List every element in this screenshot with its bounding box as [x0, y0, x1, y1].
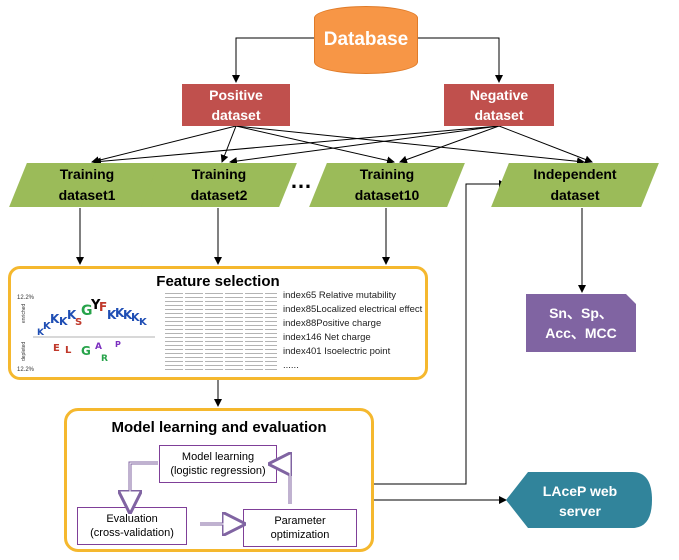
- positive-label-line2: dataset: [211, 107, 261, 123]
- training10-line1: Training: [359, 166, 415, 182]
- negative-label-line2: dataset: [474, 107, 524, 123]
- database-label: Database: [323, 29, 409, 50]
- feature-selection-panel: Feature selection 12.2% 12.2% enriched d…: [8, 266, 428, 380]
- neg-to-train10-arrow: [399, 125, 500, 164]
- param-line2: optimization: [270, 529, 330, 541]
- svg-text:K: K: [67, 308, 77, 322]
- svg-text:K: K: [37, 328, 45, 338]
- svg-text:K: K: [50, 312, 60, 326]
- svg-text:P: P: [115, 340, 121, 349]
- feature-selection-title: Feature selection: [156, 273, 280, 290]
- logo-axis-top: 12.2%: [17, 295, 35, 301]
- svg-text:G: G: [81, 344, 91, 358]
- pos-to-train1-arrow: [91, 125, 237, 165]
- svg-text:K: K: [115, 306, 125, 320]
- feature-item: index88Positive charge: [283, 318, 382, 329]
- ellipsis: …: [290, 168, 312, 193]
- independent-line1: Independent: [533, 166, 617, 182]
- logo-label-depleted: depleted: [21, 342, 27, 361]
- neg-to-train2-arrow: [229, 125, 500, 166]
- feature-item: index146 Net charge: [283, 332, 371, 343]
- metrics-fold-corner: [626, 294, 636, 304]
- db-to-negative-arrow: [418, 37, 503, 83]
- negative-dataset-node: Negative dataset: [444, 84, 554, 126]
- training-dataset1-node: Training dataset1: [9, 163, 165, 207]
- learning-to-evaluation-arrow: [130, 461, 158, 502]
- cycle-arrows: [64, 408, 374, 552]
- feature-item: index85Localized electrical effect: [283, 304, 423, 315]
- svg-text:G: G: [81, 303, 93, 319]
- svg-text:Y: Y: [90, 298, 101, 313]
- training10-line2: dataset10: [354, 187, 420, 203]
- independent-line2: dataset: [550, 187, 600, 203]
- metrics-line1: Sn、Sp、: [549, 305, 613, 321]
- neg-to-indep-arrow: [498, 125, 593, 164]
- svg-text:A: A: [95, 342, 102, 352]
- server-line1: LAceP web: [542, 483, 618, 499]
- evaluation-line2: (cross-validation): [90, 527, 174, 539]
- model-to-indep-arrow: [374, 180, 507, 485]
- training-dataset10-node: Training dataset10: [309, 163, 465, 207]
- lacep-server-node: LAceP web server: [510, 474, 650, 528]
- training2-line2: dataset2: [190, 187, 248, 203]
- svg-text:S: S: [75, 317, 82, 328]
- database-node: Database: [314, 6, 418, 74]
- positive-label-line1: Positive: [209, 87, 263, 103]
- server-line2: server: [558, 503, 602, 519]
- model-learning-panel: Model learning and evaluation Model lear…: [64, 408, 374, 552]
- training2-line1: Training: [191, 166, 247, 182]
- feature-item: index65 Relative mutability: [283, 290, 397, 301]
- pos-to-train10-arrow: [235, 125, 395, 165]
- param-line1: Parameter: [274, 515, 326, 527]
- negative-label-line1: Negative: [469, 87, 529, 103]
- logo-label-enriched: enriched: [21, 304, 27, 323]
- metrics-line2: Acc、MCC: [545, 325, 617, 341]
- logo-axis-bottom: 12.2%: [17, 367, 35, 373]
- independent-dataset-node: Independent dataset: [491, 163, 659, 207]
- model-learning-box: Model learning (logistic regression): [159, 445, 277, 483]
- parameter-optimization-box: Parameter optimization: [243, 509, 357, 547]
- sequence-logo-image: 12.2% 12.2% enriched depleted K K K K K …: [17, 295, 155, 373]
- pos-to-train2-arrow: [220, 125, 237, 163]
- learning-line1: Model learning: [181, 451, 255, 463]
- server-shape: [506, 472, 652, 528]
- pos-to-indep-arrow: [235, 125, 585, 166]
- feature-item: index401 Isoelectric point: [283, 346, 391, 357]
- svg-text:K: K: [59, 315, 68, 328]
- svg-text:K: K: [43, 321, 52, 332]
- svg-text:K: K: [123, 308, 133, 322]
- learning-line2: (logistic regression): [170, 465, 266, 477]
- feature-index-list: index65 Relative mutability index85Local…: [283, 289, 422, 373]
- model-learning-title: Model learning and evaluation: [111, 419, 327, 436]
- svg-text:K: K: [107, 308, 117, 322]
- svg-text:K: K: [131, 311, 140, 324]
- svg-text:E: E: [53, 343, 60, 354]
- svg-text:F: F: [99, 300, 107, 314]
- feature-matrix-image: [165, 293, 277, 373]
- positive-dataset-node: Positive dataset: [182, 84, 290, 126]
- evaluation-line1: Evaluation: [106, 513, 158, 525]
- db-to-positive-arrow: [232, 37, 314, 83]
- feature-item: ......: [283, 360, 299, 371]
- metrics-node: Sn、Sp、 Acc、MCC: [526, 294, 636, 352]
- svg-text:L: L: [65, 345, 72, 356]
- param-to-learning-arrow: [280, 464, 290, 504]
- neg-to-train1-arrow: [93, 125, 500, 166]
- training1-line2: dataset1: [58, 187, 116, 203]
- svg-text:K: K: [139, 317, 148, 328]
- training-dataset2-node: Training dataset2: [141, 163, 297, 207]
- training1-line1: Training: [59, 166, 115, 182]
- svg-text:R: R: [101, 354, 108, 364]
